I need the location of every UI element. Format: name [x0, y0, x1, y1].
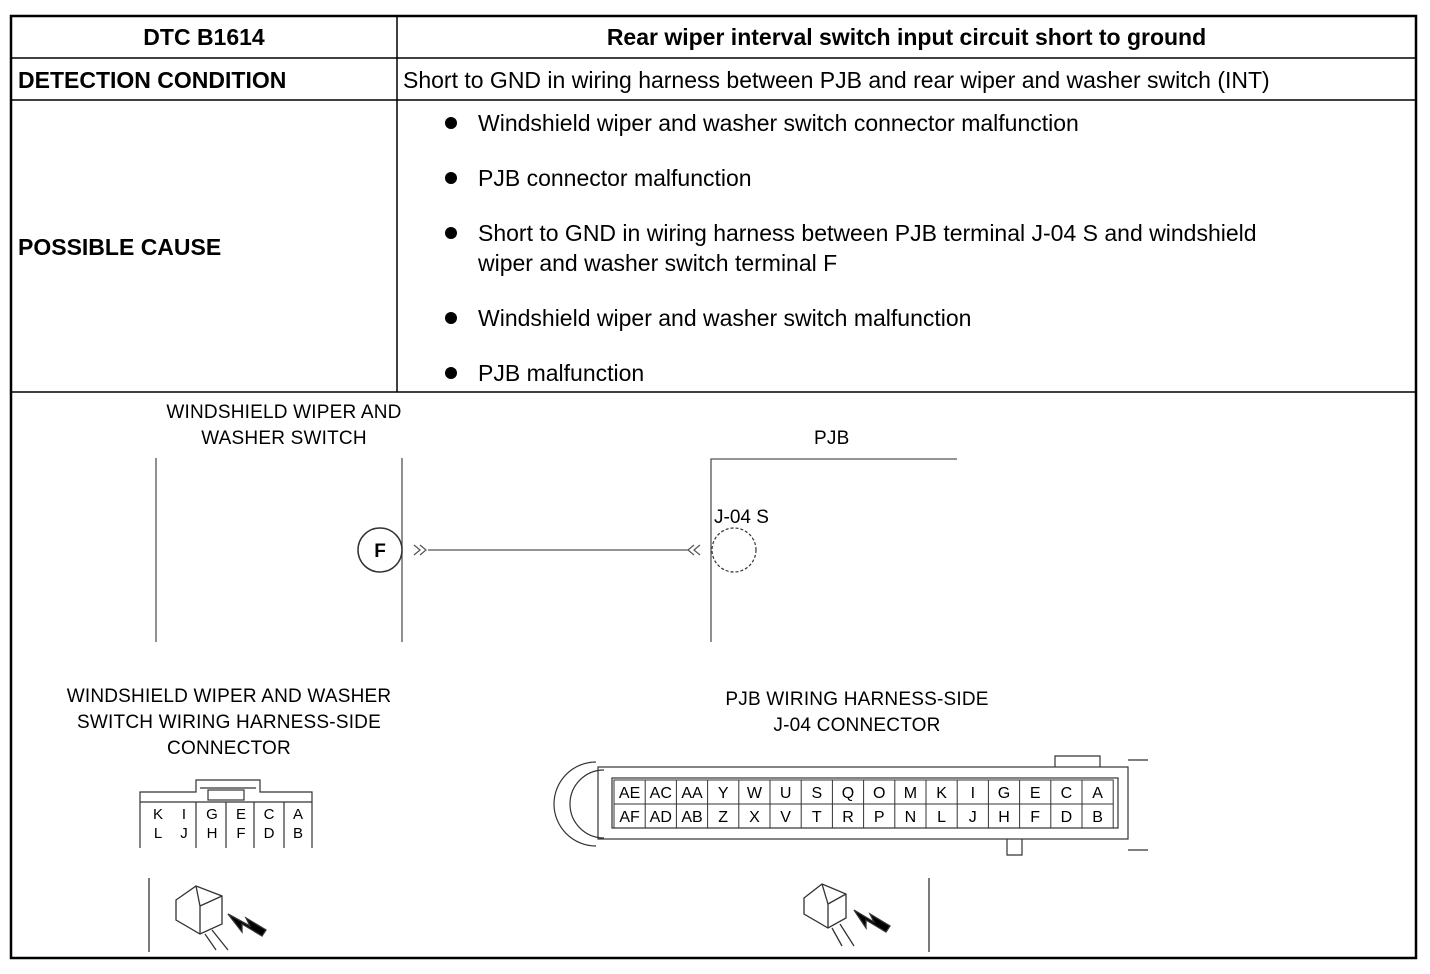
pin-label: J	[969, 809, 977, 826]
pin-label: V	[780, 809, 791, 826]
pin-label: Q	[842, 785, 854, 802]
pin-label: X	[749, 809, 760, 826]
right-connector-grid	[613, 779, 1114, 829]
pin-label: W	[747, 785, 763, 802]
pin-label: B	[1092, 809, 1103, 826]
pin-label: F	[236, 825, 245, 842]
pin-label: K	[936, 785, 947, 802]
right-connector-title: PJB WIRING HARNESS-SIDE J-04 CONNECTOR	[657, 687, 1057, 739]
bullet-icon	[445, 367, 457, 379]
terminal-j04s-circle	[711, 527, 757, 573]
cause-item-text: Windshield wiper and washer switch malfu…	[478, 305, 972, 331]
pin-label: P	[874, 809, 885, 826]
pin-label: Z	[718, 809, 728, 826]
terminal-j04s-label: J-04 S	[714, 507, 769, 528]
pin-label: I	[182, 806, 186, 823]
switch-label-line: WASHER SWITCH	[201, 428, 367, 449]
cause-item-text: Windshield wiper and washer switch conne…	[478, 110, 1079, 136]
bullet-icon	[445, 227, 457, 239]
pjb-label: PJB	[814, 428, 850, 449]
cause-item-text: PJB connector malfunction	[478, 165, 752, 191]
pin-label: S	[811, 785, 822, 802]
pin-label: C	[1061, 785, 1073, 802]
possible-cause-label: POSSIBLE CAUSE	[18, 234, 222, 260]
pin-label: M	[904, 785, 917, 802]
pin-label: H	[998, 809, 1010, 826]
dtc-title: Rear wiper interval switch input circuit…	[606, 24, 1207, 50]
detection-condition-label: DETECTION CONDITION	[18, 67, 287, 93]
left-connector-title: WINDSHIELD WIPER AND WASHER SWITCH WIRIN…	[24, 684, 434, 762]
pin-label: G	[998, 785, 1010, 802]
pin-label: J	[180, 825, 188, 842]
pin-label: G	[206, 806, 218, 823]
pin-label: C	[264, 806, 275, 823]
pin-label: I	[971, 785, 975, 802]
pin-label: L	[937, 809, 946, 826]
bullet-icon	[445, 117, 457, 129]
cause-item-text: Short to GND in wiring harness between P…	[478, 220, 1257, 246]
pin-label: N	[905, 809, 917, 826]
pin-label: U	[780, 785, 792, 802]
pin-label: E	[1030, 785, 1041, 802]
pin-label: L	[154, 825, 162, 842]
pin-label: H	[207, 825, 218, 842]
left-connector-title-line: WINDSHIELD WIPER AND WASHER	[66, 686, 392, 707]
pin-label: Y	[718, 785, 729, 802]
detection-condition-text: Short to GND in wiring harness between P…	[403, 67, 1270, 93]
pin-label: R	[842, 809, 854, 826]
pin-label: T	[812, 809, 822, 826]
pin-label: AF	[619, 809, 640, 826]
right-connector-title-line: PJB WIRING HARNESS-SIDE	[725, 689, 989, 710]
left-connector-pins: K I G E C A L J H F D B	[153, 806, 303, 842]
left-connector-title-line: SWITCH WIRING HARNESS-SIDE	[77, 712, 381, 733]
male-connector-icon	[413, 544, 427, 556]
left-connector-title-line: CONNECTOR	[167, 738, 291, 759]
pin-label: K	[153, 806, 163, 823]
terminal-f-circle	[357, 527, 403, 573]
pin-label: O	[873, 785, 885, 802]
pin-label: B	[293, 825, 303, 842]
pin-label: AC	[650, 785, 672, 802]
pin-label: F	[1030, 809, 1040, 826]
pin-label: A	[293, 806, 303, 823]
pin-label: A	[1092, 785, 1103, 802]
connector-view-arrow-icon	[175, 885, 267, 951]
cause-item-text: wiper and washer switch terminal F	[478, 250, 838, 276]
right-connector-body	[553, 755, 1148, 856]
pin-label: AE	[619, 785, 640, 802]
left-connector-face	[139, 779, 313, 848]
dtc-code: DTC B1614	[143, 24, 265, 50]
pin-label: D	[264, 825, 275, 842]
pin-label: AB	[681, 809, 702, 826]
switch-label-line: WINDSHIELD WIPER AND	[166, 402, 402, 423]
right-connector-title-line: J-04 CONNECTOR	[773, 715, 941, 736]
pin-label: AA	[681, 785, 703, 802]
connector-view-arrow-icon	[803, 883, 891, 947]
terminal-f-label: F	[374, 541, 386, 562]
pin-label: D	[1061, 809, 1073, 826]
bullet-icon	[445, 312, 457, 324]
pin-label: AD	[650, 809, 672, 826]
pin-label: E	[236, 806, 246, 823]
female-connector-icon	[687, 544, 701, 556]
cause-item-text: PJB malfunction	[478, 360, 645, 386]
switch-label: WINDSHIELD WIPER AND WASHER SWITCH	[134, 400, 434, 452]
bullet-icon	[445, 172, 457, 184]
pjb-outline	[710, 458, 957, 642]
